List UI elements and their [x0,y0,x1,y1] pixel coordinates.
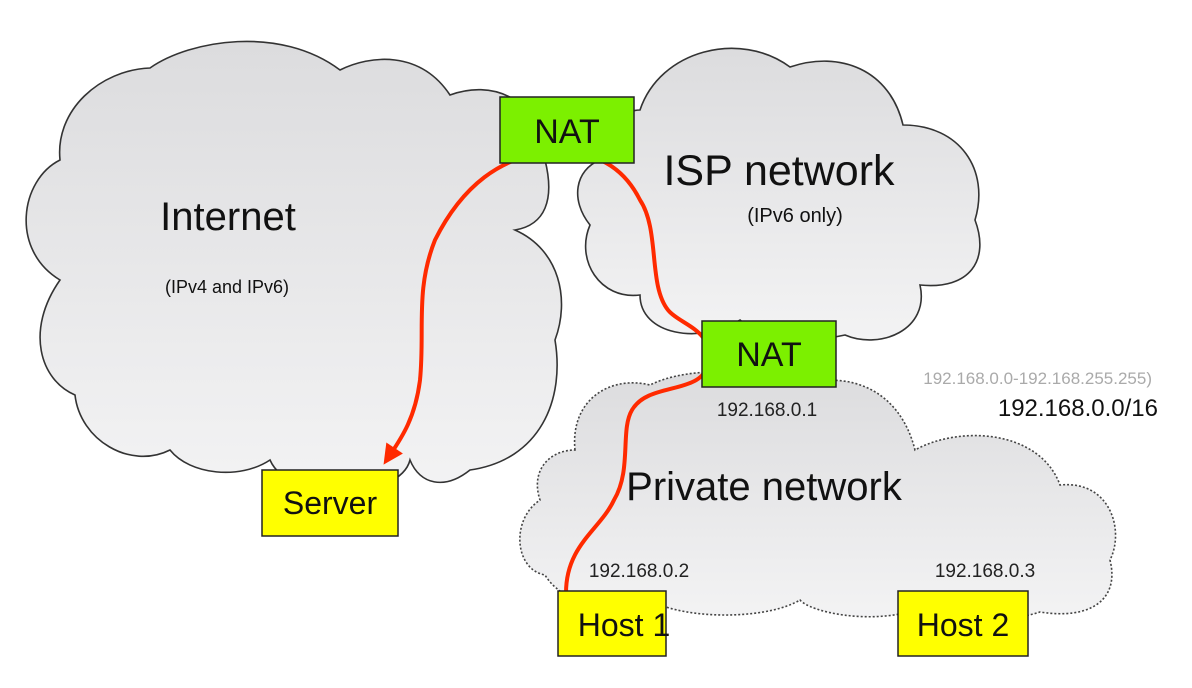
isp-cloud [576,47,981,341]
private-network-cloud [519,371,1117,621]
nat-top-box[interactable]: NAT [499,96,635,164]
internet-cloud [25,40,563,493]
nat-bottom-ip: 192.168.0.1 [717,400,817,421]
isp-title: ISP network [663,147,895,195]
internet-title: Internet [160,195,296,239]
nat-bottom-box[interactable]: NAT [701,320,837,388]
host2-box[interactable]: Host 2 [897,590,1029,657]
nat-top-label: NAT [534,113,599,151]
subnet-range: 192.168.0.0-192.168.255.255) [923,369,1152,388]
private-network-title: Private network [626,465,903,509]
connection-path [383,149,712,595]
server-box[interactable]: Server [261,469,399,537]
host1-ip: 192.168.0.2 [589,561,689,582]
host1-label: Host 1 [578,607,670,643]
host2-ip: 192.168.0.3 [935,561,1035,582]
nat-bottom-label: NAT [736,336,801,374]
server-label: Server [283,485,378,521]
isp-subtitle: (IPv6 only) [747,205,843,227]
host2-label: Host 2 [917,607,1009,643]
subnet-cidr: 192.168.0.0/16 [998,395,1158,422]
host1-box[interactable]: Host 1 [557,590,670,657]
internet-subtitle: (IPv4 and IPv6) [165,277,289,297]
